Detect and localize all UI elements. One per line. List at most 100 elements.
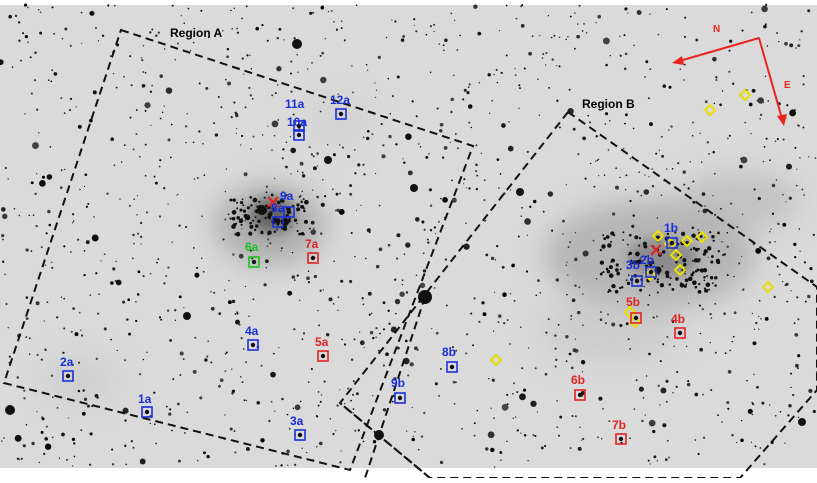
star xyxy=(778,273,781,276)
star xyxy=(235,132,237,135)
star xyxy=(609,54,612,57)
star xyxy=(198,82,201,85)
star xyxy=(723,253,726,256)
star xyxy=(352,408,355,411)
star xyxy=(329,418,332,420)
star xyxy=(320,5,325,10)
star xyxy=(485,253,489,257)
cluster-star xyxy=(710,260,714,264)
star xyxy=(396,75,400,79)
star xyxy=(274,92,277,95)
star xyxy=(163,48,166,50)
star xyxy=(753,373,755,376)
star xyxy=(554,365,557,368)
star xyxy=(429,71,432,74)
source-marker-4b: 4b xyxy=(671,312,686,339)
cluster-star xyxy=(602,234,605,237)
star xyxy=(39,180,46,187)
star xyxy=(685,345,688,348)
star xyxy=(633,44,635,47)
nebulosity xyxy=(45,102,800,402)
star xyxy=(802,75,805,78)
star xyxy=(46,174,53,180)
star xyxy=(144,174,147,177)
star xyxy=(750,441,753,443)
star xyxy=(582,293,584,295)
star xyxy=(278,346,280,349)
star xyxy=(764,75,767,77)
star xyxy=(623,67,627,71)
star xyxy=(133,198,136,201)
star xyxy=(66,458,68,461)
star xyxy=(740,419,743,422)
star xyxy=(539,291,542,294)
star xyxy=(319,232,323,235)
cluster-star xyxy=(304,199,309,205)
star xyxy=(163,282,166,285)
star xyxy=(312,11,315,14)
star xyxy=(439,122,444,127)
star xyxy=(230,115,233,119)
star xyxy=(144,102,151,109)
star xyxy=(374,172,377,175)
star xyxy=(391,95,394,98)
star xyxy=(322,289,325,291)
star xyxy=(656,315,658,318)
source-box xyxy=(630,312,642,324)
source-star xyxy=(338,111,344,117)
star xyxy=(83,397,88,401)
star xyxy=(296,170,299,172)
star xyxy=(61,37,64,40)
star xyxy=(234,313,237,315)
star xyxy=(167,203,169,205)
star xyxy=(51,436,54,439)
star xyxy=(183,306,185,309)
star xyxy=(796,168,798,170)
star xyxy=(36,108,39,111)
star xyxy=(756,385,759,389)
cluster-star xyxy=(683,262,687,267)
cluster-star xyxy=(267,233,270,236)
star xyxy=(463,177,466,181)
cluster-star xyxy=(300,231,305,236)
star xyxy=(4,273,6,276)
cluster-star xyxy=(240,201,244,205)
star xyxy=(229,427,233,431)
cluster-star xyxy=(298,196,301,198)
cluster-star xyxy=(651,260,655,265)
star xyxy=(735,441,738,444)
star xyxy=(739,164,743,169)
star xyxy=(265,185,269,188)
source-box xyxy=(248,256,260,268)
star xyxy=(413,18,416,21)
star xyxy=(192,41,195,44)
star xyxy=(64,168,66,170)
star xyxy=(71,465,74,467)
star xyxy=(809,267,813,271)
star xyxy=(715,78,718,82)
bright-star xyxy=(183,312,191,320)
region-b-label: Region B xyxy=(582,97,635,111)
source-marker-5b: 5b xyxy=(626,295,642,324)
star xyxy=(80,329,82,331)
star xyxy=(733,311,737,315)
star xyxy=(224,190,227,193)
star xyxy=(267,238,270,241)
star xyxy=(582,324,584,326)
star xyxy=(354,255,356,258)
cluster-star xyxy=(229,198,233,202)
cluster-star xyxy=(690,273,694,277)
star xyxy=(233,7,235,9)
star xyxy=(645,255,647,258)
star xyxy=(159,117,162,120)
star xyxy=(638,171,641,173)
star xyxy=(645,60,649,64)
star xyxy=(425,155,429,159)
star xyxy=(312,189,314,191)
star xyxy=(335,28,339,31)
star xyxy=(619,323,623,328)
star xyxy=(567,274,569,276)
cluster-star xyxy=(231,216,236,221)
star xyxy=(665,8,668,11)
star xyxy=(43,320,45,322)
